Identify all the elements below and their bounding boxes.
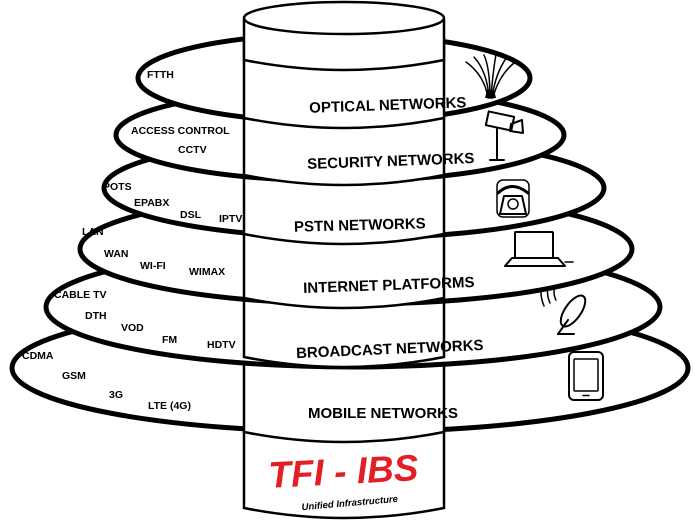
tech-epabx: EPABX [134,197,169,209]
tech-dth: DTH [85,310,107,322]
tech-wan: WAN [104,248,129,260]
core-cylinder-top [242,0,446,72]
tech-vod: VOD [121,322,144,334]
layer-title-optical: OPTICAL NETWORKS [309,94,467,116]
fiber-optic-icon [465,53,515,99]
tech-access-control: ACCESS CONTROL [131,125,230,137]
layer-title-pstn: PSTN NETWORKS [294,215,426,235]
cctv-camera-icon [484,110,524,161]
tech-wimax: WIMAX [189,266,225,278]
tech-iptv: IPTV [219,213,242,225]
mobile-phone-icon [568,351,604,401]
telephone-icon [496,179,530,218]
brand-title: TFI - IBS [267,447,419,496]
tech-wi-fi: WI-FI [140,260,166,272]
tech-pots: POTS [103,181,132,193]
layer-title-mobile: MOBILE NETWORKS [308,405,458,422]
tech-ftth: FTTH [147,69,174,81]
laptop-icon [504,231,574,267]
tech-cable-tv: CABLE TV [54,289,107,301]
tech-lte: LTE (4G) [148,400,191,412]
tech-cctv: CCTV [178,144,207,156]
tech-gsm: GSM [62,370,86,382]
tech-hdtv: HDTV [207,339,236,351]
layer-title-security: SECURITY NETWORKS [307,150,475,173]
layer-title-internet: INTERNET PLATFORMS [303,274,475,297]
tech-lan: LAN [82,226,104,238]
tech-fm: FM [162,334,177,346]
core-cylinder-base [242,423,446,520]
tech-3g: 3G [109,389,123,401]
tech-cdma: CDMA [22,350,54,362]
tech-dsl: DSL [180,209,202,221]
satellite-dish-icon [540,277,587,335]
